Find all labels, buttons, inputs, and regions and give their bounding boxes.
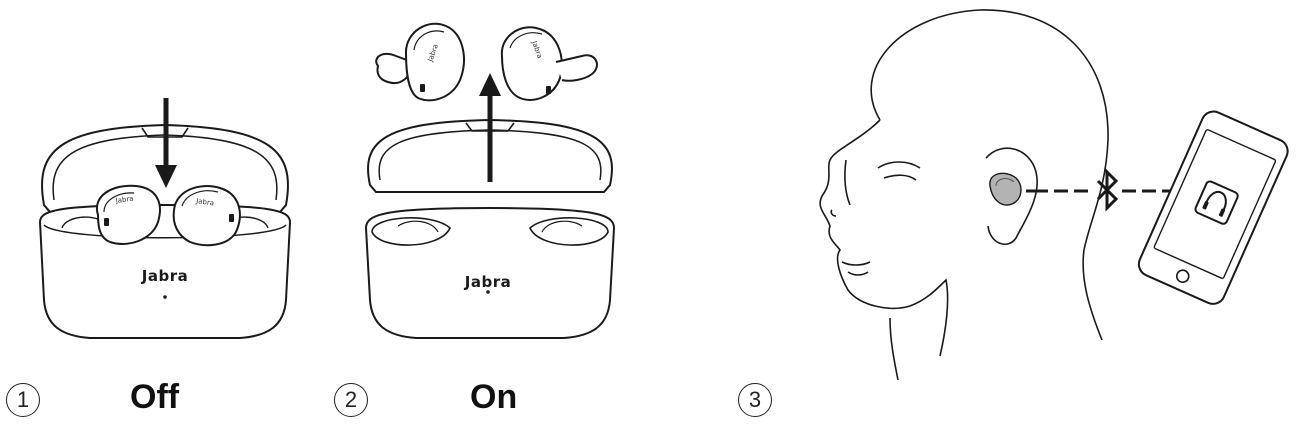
headphones-icon <box>1194 180 1239 225</box>
step-number-1: 1 <box>6 383 40 417</box>
right-earbud: Jabra <box>500 26 598 101</box>
arrow-down-icon <box>155 98 177 188</box>
right-earbud: Jabra <box>172 185 241 247</box>
step-3-panel: 3 <box>738 0 1311 426</box>
head-pairing-illustration <box>819 9 1289 381</box>
arrow-up-icon <box>479 73 501 182</box>
step-1-panel: Jabra Jabra Jabra 1 Off <box>0 0 320 426</box>
step-number-3: 3 <box>738 383 772 417</box>
smartphone-icon <box>1137 110 1289 305</box>
step-label-off: Off <box>130 378 180 416</box>
charging-case-open-illustration: Jabra Jabra Jabra <box>364 22 616 339</box>
step-label-on: On <box>470 378 518 416</box>
left-earbud: Jabra <box>95 184 161 245</box>
case-brand-label: Jabra <box>141 267 188 285</box>
step-number-2: 2 <box>334 383 368 417</box>
status-led <box>163 295 167 299</box>
case-brand-label: Jabra <box>464 273 511 291</box>
left-earbud: Jabra <box>375 22 465 102</box>
bluetooth-icon <box>1096 168 1119 212</box>
right-earbud-brand: Jabra <box>195 197 215 208</box>
left-earbud-brand: Jabra <box>114 195 134 206</box>
head-profile <box>819 9 1109 381</box>
charging-case-closing-illustration: Jabra Jabra Jabra <box>38 98 292 339</box>
step-2-panel: Jabra Jabra Jabra 2 On <box>320 0 650 426</box>
status-led <box>486 290 490 294</box>
